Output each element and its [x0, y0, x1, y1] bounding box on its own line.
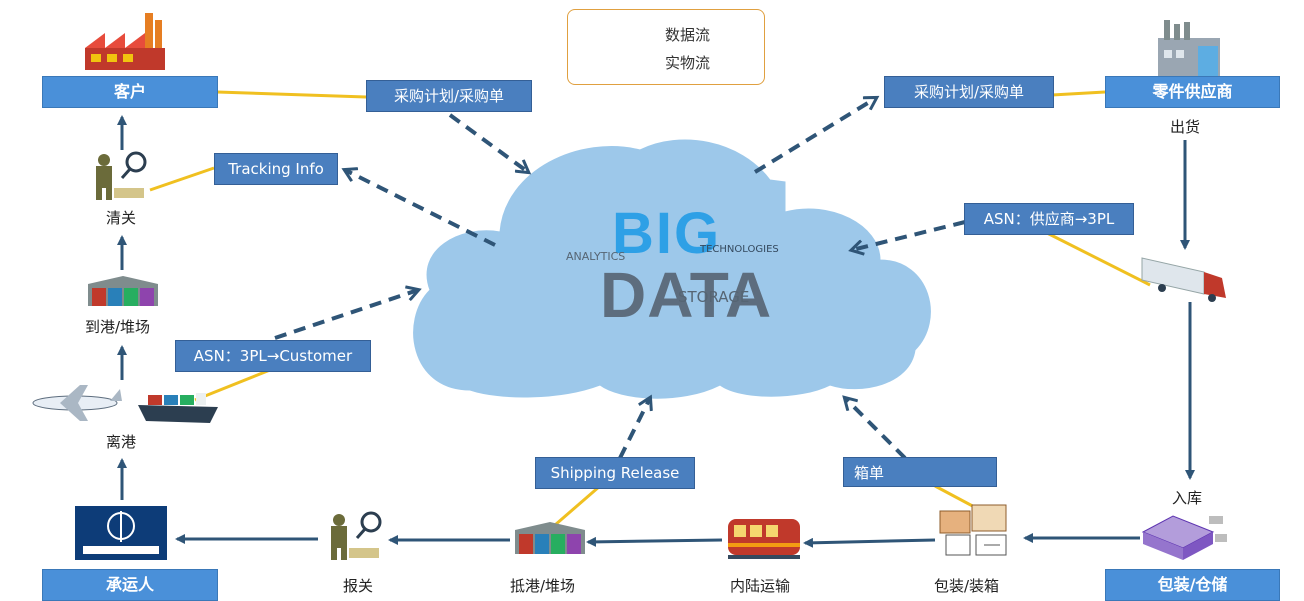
dash-purchase-to-cloud [448, 113, 528, 172]
dash-cloud-to-tracking [345, 170, 496, 247]
shipping-release-label: Shipping Release [535, 457, 695, 489]
packing-label: 包装/装箱 [934, 577, 1000, 595]
connector-lines [149, 90, 1151, 527]
asn-customer-label: ASN：3PL→Customer [175, 340, 371, 372]
airplane-icon [32, 385, 122, 421]
connector-clearance-tracking [149, 166, 215, 192]
supplier-box: 零件供应商 [1105, 76, 1280, 108]
dash-packing-to-cloud [845, 398, 907, 460]
physical-flow-arrows [117, 115, 1195, 548]
train-icon [728, 519, 800, 559]
dash-asn-to-cloud [274, 290, 418, 340]
ship-icon [138, 393, 218, 423]
storage-word: STORAGE [678, 288, 750, 306]
connector-asn-truck [1044, 230, 1151, 287]
customs-declaration-label: 报关 [343, 577, 374, 595]
purchase-plan-label-right: 采购计划/采购单 [884, 76, 1054, 108]
departure-label: 离港 [106, 433, 137, 451]
packing-list-label: 箱单 [843, 457, 997, 487]
legend-data-flow-label: 数据流 [665, 26, 711, 44]
big-word: BIG [612, 201, 722, 266]
port-yard-label: 抵港/堆场 [510, 577, 576, 595]
arrow-train-to-yard [586, 536, 723, 547]
warehouse-in-label: 入库 [1172, 489, 1203, 507]
cosco-logo-icon [75, 506, 167, 560]
connector-supplier-purchase [1051, 90, 1106, 97]
factory-icon [85, 13, 165, 70]
arrival-yard-label: 到港/堆场 [85, 318, 151, 336]
inspector-icon [96, 151, 147, 200]
big-data-wordcloud: BIG DATA ANALYTICS STORAGE TECHNOLOGIES [560, 200, 780, 331]
ship-out-label: 出货 [1170, 118, 1201, 136]
dash-cloud-to-purchase [753, 98, 876, 174]
packaging-box: 包装/仓储 [1105, 569, 1280, 601]
customer-box: 客户 [42, 76, 218, 108]
supplier-building-icon [1158, 20, 1220, 80]
dash-release-to-cloud [618, 398, 650, 459]
data-word: DATA [600, 259, 773, 331]
forklift-warehouse-icon [1141, 515, 1227, 560]
inspector-icon [331, 511, 382, 560]
technologies-word: TECHNOLOGIES [700, 244, 779, 255]
customs-clearance-label: 清关 [106, 209, 137, 227]
connector-ship-asn [194, 368, 271, 402]
truck-icon [1141, 257, 1226, 302]
connector-yard-release [554, 484, 601, 527]
legend [567, 9, 765, 85]
warehouse-icon [88, 276, 158, 306]
inland-transport-label: 内陆运输 [730, 577, 791, 595]
legend-physical-flow-label: 实物流 [665, 54, 711, 72]
warehouse-icon [515, 522, 585, 554]
asn-supplier-label: ASN：供应商→3PL [964, 203, 1134, 235]
purchase-plan-label-left: 采购计划/采购单 [366, 80, 532, 112]
analytics-word: ANALYTICS [566, 250, 626, 263]
carrier-box: 承运人 [42, 569, 218, 601]
data-flow-arrows [274, 98, 966, 460]
arrow-packing-to-train [803, 537, 936, 548]
packing-icon [939, 504, 1007, 556]
tracking-info-label: Tracking Info [214, 153, 338, 185]
big-data-cloud [413, 139, 931, 399]
connector-customer-purchase [216, 90, 367, 99]
